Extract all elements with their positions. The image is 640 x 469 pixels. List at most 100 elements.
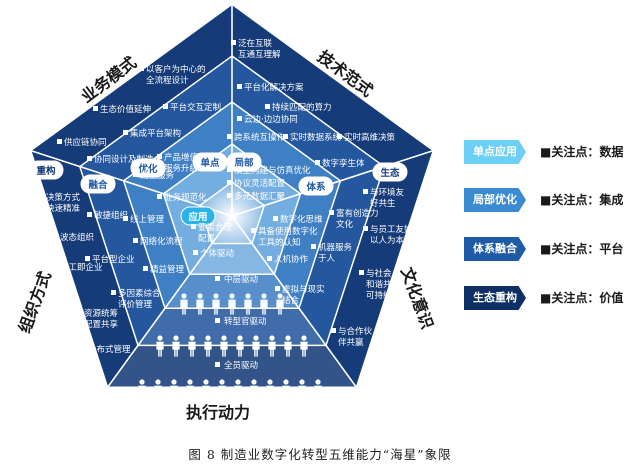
org-item-9-text-1: 配置共享 bbox=[84, 319, 119, 330]
org-item-11-text-0: 要素合理 bbox=[198, 222, 233, 233]
tech-item-6-text-0: 实时高维决策 bbox=[344, 132, 396, 143]
culture-item-9-text-2: 可持续 bbox=[366, 290, 392, 301]
culture-item-5-text-1: 工具的认知 bbox=[258, 237, 301, 248]
tech-item-7: 模型构建与仿真优化 bbox=[227, 165, 311, 176]
culture-item-9-bullet bbox=[359, 270, 364, 275]
culture-item-6-text-0: 机器服务 bbox=[318, 242, 353, 253]
culture-item-4-bullet bbox=[363, 226, 368, 231]
stage-badge-7 bbox=[372, 162, 408, 182]
person-icon-0-6 bbox=[276, 293, 284, 315]
org-item-0-text-1: 快速精准 bbox=[46, 203, 81, 214]
tech-item-2-bullet bbox=[265, 104, 270, 109]
org-item-0-bullet bbox=[39, 194, 44, 199]
business-item-8-bullet bbox=[157, 194, 162, 199]
person-icon-1-0 bbox=[156, 335, 164, 357]
tech-item-5-bullet bbox=[283, 134, 288, 139]
spoke-line-3 bbox=[106, 215, 233, 388]
culture-item-5-bullet bbox=[251, 228, 256, 233]
legend-focus-integration: ■关注点：集成 bbox=[540, 193, 624, 207]
dimension-label-3: 执行动力 bbox=[186, 403, 250, 422]
business-item-6-bullet bbox=[157, 154, 162, 159]
stage-label-5: 局部 bbox=[234, 157, 254, 169]
culture-item-0-text-0: 数字孪生体 bbox=[322, 158, 365, 169]
org-item-7-bullet bbox=[143, 266, 148, 271]
org-item-9-bullet bbox=[77, 310, 82, 315]
dimension-label-2: 文化意识 bbox=[397, 265, 437, 332]
drive-bullet-1 bbox=[215, 318, 220, 323]
legend-tag-system-fusion: 体系融合 bbox=[464, 237, 526, 261]
business-item-6-text-0: 产品增值 bbox=[164, 152, 199, 163]
culture-item-4-text-0: 与员工友好 bbox=[370, 224, 413, 235]
tech-item-0-text-1: 互通互理解 bbox=[238, 49, 281, 60]
culture-item-8-bullet bbox=[275, 286, 280, 291]
person-icon-0-3 bbox=[228, 293, 236, 315]
culture-item-3-bullet bbox=[329, 210, 334, 215]
person-icon-2-2 bbox=[170, 379, 178, 401]
spoke-line-4 bbox=[30, 149, 233, 217]
stage-badge-5 bbox=[226, 152, 262, 172]
person-icon-2-10 bbox=[298, 379, 306, 401]
stage-label-0: 单点 bbox=[200, 157, 220, 169]
culture-item-1-bullet bbox=[363, 189, 368, 194]
tech-item-1: 平台化解决方案 bbox=[237, 82, 304, 93]
business-item-7: 线上服务 bbox=[133, 170, 175, 181]
tech-item-7-bullet bbox=[227, 167, 232, 172]
org-item-1: 敏捷组织 bbox=[87, 210, 128, 221]
tech-item-8: 协议灵活配置 bbox=[227, 178, 286, 189]
org-item-7-text-0: 精益管理 bbox=[150, 264, 185, 275]
org-item-2-bullet bbox=[53, 234, 58, 239]
tech-item-4-text-0: 跨系统互操作 bbox=[234, 132, 286, 143]
person-icon-1-2 bbox=[188, 335, 196, 357]
person-icon-1-6 bbox=[252, 335, 260, 357]
legend-focus-data: ■关注点：数据 bbox=[540, 145, 624, 159]
business-item-5: 协同设计及制造 bbox=[87, 154, 154, 165]
person-icon-1-7 bbox=[268, 335, 276, 357]
person-icon-2-7 bbox=[250, 379, 258, 401]
business-item-8-text-0: 业务规范化 bbox=[164, 192, 207, 203]
tech-item-8-text-0: 协议灵活配置 bbox=[234, 178, 286, 189]
org-item-3-text-0: 线上管理 bbox=[130, 214, 165, 225]
person-icon-2-4 bbox=[202, 379, 210, 401]
org-item-2: 波态组织 bbox=[53, 232, 94, 243]
org-item-3: 线上管理 bbox=[123, 214, 165, 225]
tech-item-0-text-0: 泛在互联 bbox=[238, 38, 273, 49]
org-item-9-text-0: 资源统筹 bbox=[84, 308, 119, 319]
stage-label-3: 重构 bbox=[36, 165, 56, 177]
tech-item-4-bullet bbox=[227, 134, 232, 139]
stage-label-6: 体系 bbox=[306, 181, 326, 193]
stage-label-7: 生态 bbox=[380, 167, 400, 179]
person-icon-0-4 bbox=[244, 293, 252, 315]
org-item-12: 个体驱动 bbox=[193, 248, 235, 259]
culture-item-6-bullet bbox=[311, 244, 316, 249]
spoke-line-2 bbox=[231, 215, 358, 388]
culture-item-1-text-1: 好共生 bbox=[370, 198, 396, 209]
business-item-0-bullet bbox=[139, 66, 144, 71]
org-item-6-text-0: 员工即企业 bbox=[60, 262, 103, 273]
business-item-3-bullet bbox=[57, 139, 62, 144]
culture-item-8-text-0: 虚拟与现实 bbox=[282, 284, 325, 295]
drive-bullet-2 bbox=[215, 362, 220, 367]
org-item-4-text-0: 网络化流程 bbox=[140, 236, 183, 247]
stage-badge-6 bbox=[298, 176, 334, 196]
person-icon-2-0 bbox=[138, 379, 146, 401]
tech-item-5-text-0: 实时数据系统 bbox=[290, 132, 342, 143]
org-item-11-bullet bbox=[191, 224, 196, 229]
culture-item-10-text-0: 与合作伙 bbox=[338, 326, 373, 337]
drive-label-1: 转型官驱动 bbox=[224, 316, 267, 327]
tech-item-2: 持续匹配的算力 bbox=[265, 102, 332, 113]
business-item-4: 集成平台架构 bbox=[123, 128, 181, 139]
stage-label-2: 融合 bbox=[88, 179, 108, 191]
dimension-label-4: 组织方式 bbox=[15, 269, 55, 336]
business-item-1-bullet bbox=[93, 106, 98, 111]
org-item-1-bullet bbox=[87, 212, 92, 217]
stage-label-1: 优化 bbox=[138, 163, 158, 175]
person-icon-1-1 bbox=[172, 335, 180, 357]
person-icon-2-1 bbox=[154, 379, 162, 401]
